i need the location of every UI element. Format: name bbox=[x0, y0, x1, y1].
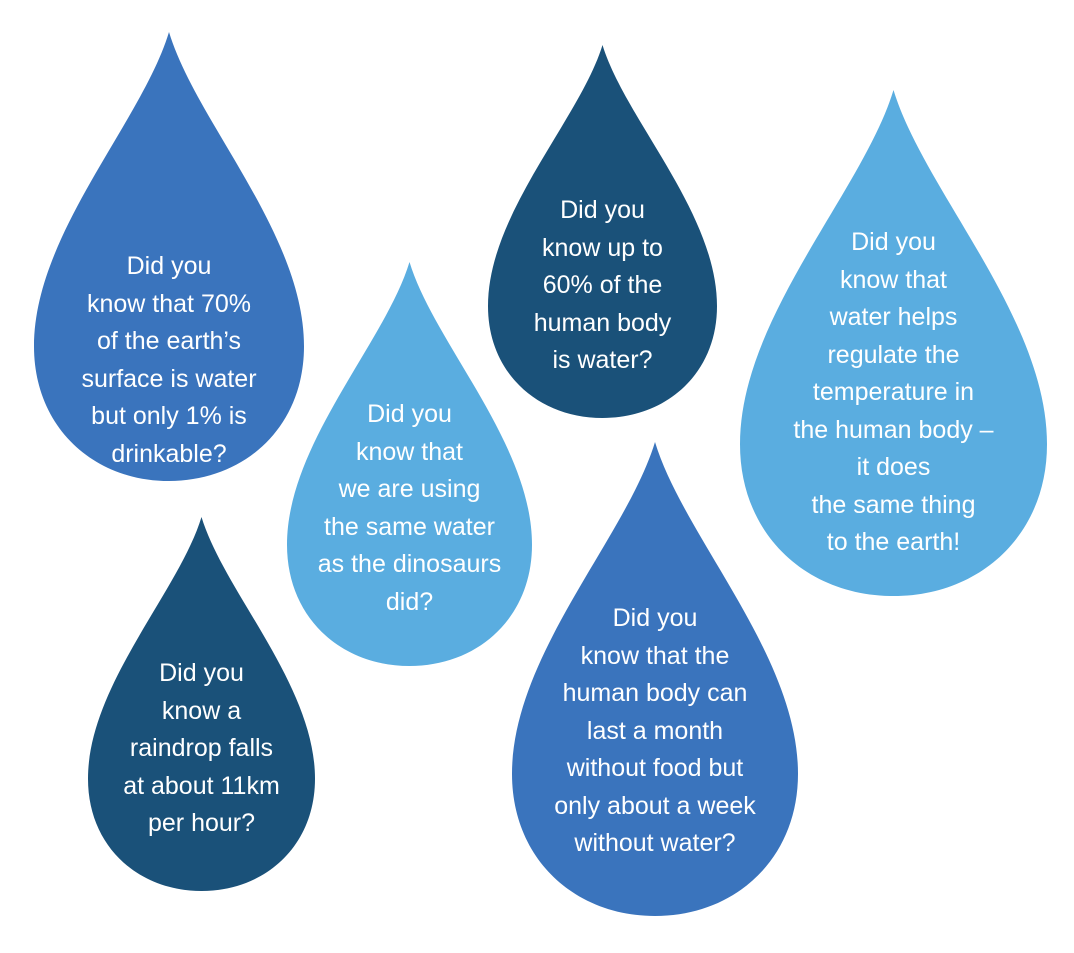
fact-line: to the earth! bbox=[826, 528, 961, 556]
fact-line: human body bbox=[533, 308, 672, 337]
fact-line: without food but bbox=[566, 754, 744, 782]
fact-line: did? bbox=[385, 587, 434, 616]
fact-line: know a bbox=[161, 696, 242, 725]
drop-dinosaurs-fact: Did you know that we are using the same wat… bbox=[287, 262, 532, 666]
fact-text: Did you know that water helps regulate the t… bbox=[740, 224, 1047, 562]
fact-line: the same water bbox=[324, 512, 495, 541]
fact-line: the human body – bbox=[793, 415, 994, 444]
fact-line: without water? bbox=[574, 829, 736, 857]
drop-survival-fact: Did you know that the human body can last a… bbox=[512, 442, 798, 916]
fact-text: Did you know that 70% of the earth’s surfac… bbox=[34, 248, 304, 473]
fact-line: we are using bbox=[338, 475, 481, 503]
water-drop-shape bbox=[34, 32, 304, 481]
fact-line: per hour? bbox=[147, 809, 256, 837]
fact-text: Did you know that the human body can last a… bbox=[512, 600, 798, 863]
fact-line: drinkable? bbox=[111, 439, 227, 468]
fact-line: it does bbox=[856, 453, 931, 481]
fact-line: know that bbox=[839, 265, 947, 294]
fact-line: of the earth’s bbox=[96, 327, 242, 355]
fact-line: human body can bbox=[562, 679, 748, 707]
water-drop-shape bbox=[512, 442, 798, 916]
fact-line: surface is water bbox=[81, 364, 257, 393]
fact-line: Did you bbox=[159, 659, 244, 687]
fact-line: regulate the bbox=[827, 340, 960, 369]
drop-raindrop-speed-fact: Did you know a raindrop falls at about 11km… bbox=[88, 517, 315, 891]
fact-line: as the dinosaurs bbox=[317, 550, 502, 578]
fact-text: Did you know a raindrop falls at about 11km… bbox=[88, 655, 315, 843]
fact-line: but only 1% is bbox=[91, 402, 247, 430]
fact-line: the same thing bbox=[811, 490, 976, 519]
fact-line: at about 11km bbox=[123, 771, 280, 800]
water-drop-shape bbox=[488, 45, 717, 418]
water-drop-shape bbox=[88, 517, 315, 891]
fact-line: Did you bbox=[367, 400, 452, 428]
drop-temperature-fact: Did you know that water helps regulate the t… bbox=[740, 90, 1047, 596]
drop-body-water-fact: Did you know up to 60% of the human body is … bbox=[488, 45, 717, 418]
drop-earth-surface-fact: Did you know that 70% of the earth’s surfac… bbox=[34, 32, 304, 481]
fact-line: Did you bbox=[560, 196, 645, 224]
fact-line: is water? bbox=[552, 346, 653, 374]
fact-line: last a month bbox=[586, 716, 724, 745]
fact-line: know that bbox=[355, 437, 463, 466]
fact-line: only about a week bbox=[554, 791, 756, 820]
water-drop-shape bbox=[740, 90, 1047, 596]
fact-line: 60% of the bbox=[542, 271, 663, 299]
fact-line: know that 70% bbox=[87, 289, 251, 318]
fact-line: water helps bbox=[829, 303, 958, 331]
fact-line: temperature in bbox=[812, 378, 975, 406]
fact-text: Did you know up to 60% of the human body is … bbox=[488, 192, 717, 380]
fact-line: raindrop falls bbox=[129, 734, 274, 762]
fact-line: know up to bbox=[542, 233, 663, 262]
water-drop-shape bbox=[287, 262, 532, 666]
fact-line: know that the bbox=[580, 641, 730, 670]
fact-line: Did you bbox=[851, 228, 936, 256]
fact-text: Did you know that we are using the same wat… bbox=[287, 396, 532, 621]
fact-line: Did you bbox=[612, 604, 698, 632]
fact-line: Did you bbox=[126, 252, 212, 280]
